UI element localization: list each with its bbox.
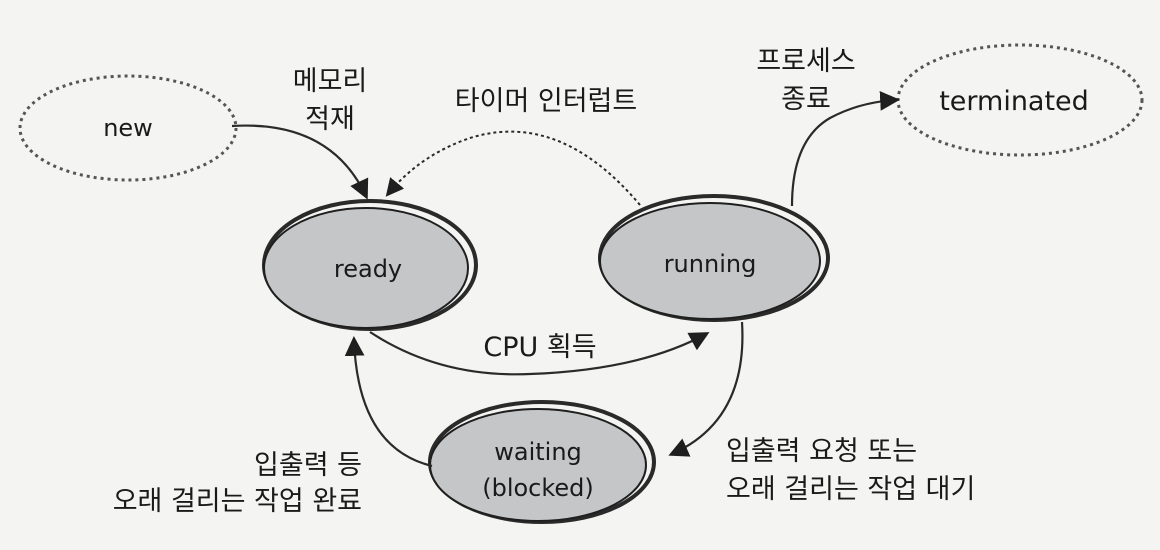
edge-running-to-ready: [385, 130, 641, 206]
state-ready-label: ready: [334, 255, 402, 283]
label-running-to-terminated-line1: 프로세스: [756, 46, 855, 77]
state-running-label: running: [664, 250, 757, 278]
edge-new-to-ready: [231, 124, 369, 200]
label-ready-to-running: CPU 획득: [483, 332, 596, 363]
label-running-to-waiting-line1: 입출력 요청 또는: [726, 436, 917, 467]
state-ready-shape: [263, 207, 469, 329]
edge-waiting-to-ready: [344, 336, 433, 468]
label-running-to-terminated-line2: 종료: [781, 84, 831, 115]
state-terminated-label: terminated: [939, 86, 1089, 117]
state-new-shape: [18, 74, 238, 182]
edge-ready-to-running: [369, 331, 710, 376]
label-new-to-ready-line2: 적재: [305, 104, 355, 135]
label-running-to-ready: 타이머 인터럽트: [455, 86, 637, 117]
state-running: running: [598, 194, 830, 322]
state-waiting: waiting (blocked): [428, 400, 656, 524]
state-ready: ready: [262, 199, 478, 331]
edge-running-to-waiting: [668, 321, 744, 457]
state-new: new: [18, 74, 238, 182]
state-terminated: terminated: [896, 43, 1144, 157]
state-new-label: new: [103, 114, 153, 142]
label-waiting-to-ready-line1: 입출력 등: [254, 450, 362, 481]
label-new-to-ready-line1: 메모리: [293, 66, 368, 97]
state-waiting-label-line2: (blocked): [482, 474, 594, 502]
edge-running-to-terminated: [790, 90, 900, 207]
state-waiting-label-line1: waiting: [494, 438, 582, 466]
label-waiting-to-ready-line2: 오래 걸리는 작업 완료: [113, 486, 362, 517]
label-running-to-waiting-line2: 오래 걸리는 작업 대기: [726, 474, 975, 505]
state-running-shape: [599, 202, 821, 320]
